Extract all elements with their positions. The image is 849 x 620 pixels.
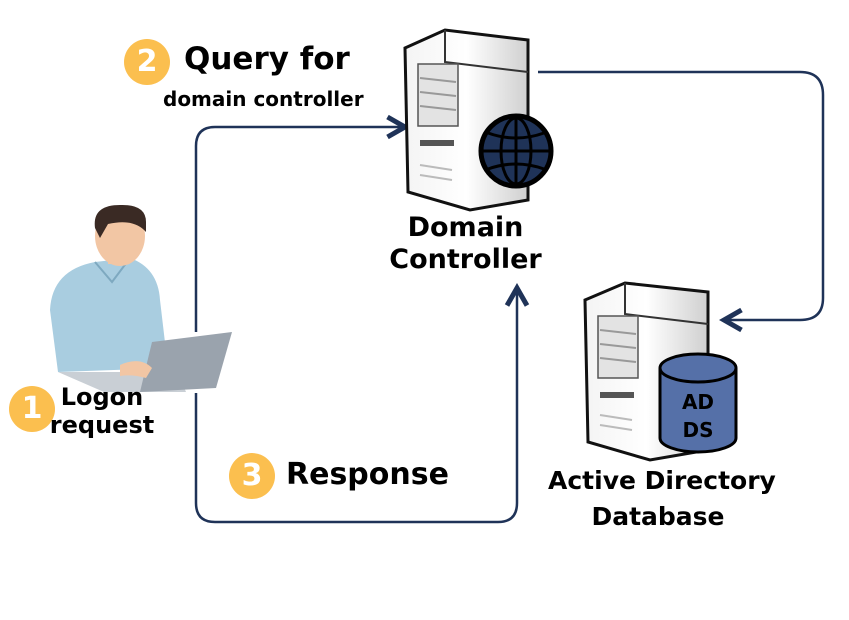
ad-database-label-line2: Database — [591, 502, 725, 532]
step-2-subtitle: domain controller — [163, 87, 364, 111]
step-3-label: Response — [286, 457, 449, 492]
step-1-badge: 1 — [9, 386, 55, 432]
step-2-badge: 2 — [124, 39, 170, 85]
cylinder-label-line2: DS — [682, 418, 714, 442]
step-1-label-line2: request — [49, 410, 155, 439]
step-1-label: Logon request — [42, 383, 162, 439]
cylinder-label-line1: AD — [681, 390, 715, 414]
database-cylinder-icon — [658, 352, 738, 454]
step-3-badge: 3 — [229, 453, 275, 499]
domain-controller-label-line1: Domain — [407, 212, 524, 243]
response-arrow — [194, 288, 517, 524]
domain-controller-label-line2: Controller — [389, 244, 542, 276]
cylinder-label: AD DS — [668, 388, 728, 444]
ad-database-label-line1: Active Directory — [548, 466, 776, 495]
globe-icon — [478, 113, 554, 189]
step-1-label-line1: Logon — [60, 383, 144, 411]
step-2-title: Query for — [184, 41, 350, 77]
user-at-laptop-icon — [50, 204, 232, 392]
query-arrow — [194, 127, 405, 332]
lookup-arrow — [538, 70, 825, 320]
domain-controller-label: Domain Controller — [378, 212, 553, 277]
ad-database-label: Active Directory Database — [548, 463, 776, 536]
